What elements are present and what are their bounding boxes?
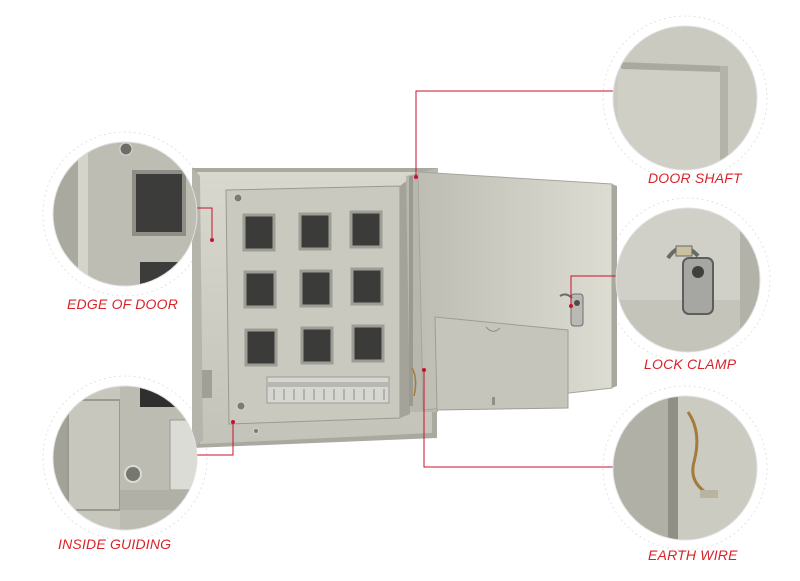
leader-lines: [190, 90, 624, 468]
leader-earth-wire: [423, 370, 619, 468]
label-earth-wire: EARTH WIRE: [648, 547, 738, 563]
leader-lock-clamp: [570, 275, 624, 306]
detail-inside-guiding: [53, 386, 197, 530]
leader-door-shaft: [415, 90, 619, 177]
label-door-shaft: DOOR SHAFT: [648, 170, 742, 186]
detail-lock-clamp: [616, 208, 760, 352]
label-edge-of-door: EDGE OF DOOR: [67, 296, 179, 312]
label-lock-clamp: LOCK CLAMP: [644, 356, 737, 372]
leader-edge-of-door: [190, 207, 213, 240]
cabinet-door: [406, 168, 617, 412]
din-rail: [266, 376, 390, 404]
detail-edge-of-door: [53, 142, 197, 286]
meter-windows: [242, 210, 385, 367]
screws: [233, 193, 259, 434]
detail-door-shaft: [613, 26, 757, 170]
label-inside-guiding: INSIDE GUIDING: [58, 536, 172, 552]
meter-box-cabinet: [192, 168, 617, 448]
leader-inside-guiding: [190, 422, 234, 456]
detail-earth-wire: [613, 396, 757, 540]
